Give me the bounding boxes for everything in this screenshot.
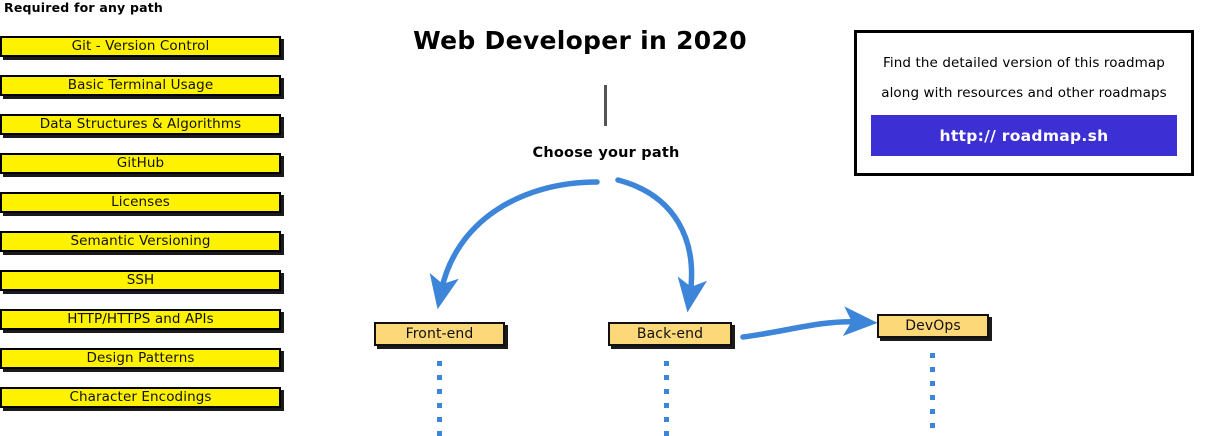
topic-label: Design Patterns bbox=[86, 349, 195, 366]
topic-label: SSH bbox=[126, 271, 155, 288]
dotted-trail-backend bbox=[664, 361, 669, 436]
path-box-backend[interactable]: Back-end bbox=[608, 322, 732, 346]
path-box-frontend[interactable]: Front-end bbox=[374, 322, 505, 346]
path-label: DevOps bbox=[905, 318, 961, 334]
topic-box[interactable]: GitHub bbox=[0, 153, 281, 174]
info-text-line-2: along with resources and other roadmaps bbox=[881, 85, 1167, 101]
topic-label: Semantic Versioning bbox=[70, 232, 211, 249]
required-section-heading: Required for any path bbox=[4, 0, 164, 15]
roadmap-link-button[interactable]: http:// roadmap.sh bbox=[871, 115, 1177, 156]
topic-label: GitHub bbox=[116, 154, 165, 171]
roadmap-info-panel: Find the detailed version of this roadma… bbox=[854, 30, 1194, 176]
topic-box[interactable]: Basic Terminal Usage bbox=[0, 75, 281, 96]
topic-box[interactable]: HTTP/HTTPS and APIs bbox=[0, 309, 281, 330]
required-topics-column: Required for any path Git - Version Cont… bbox=[0, 0, 300, 436]
path-label: Back-end bbox=[636, 326, 704, 342]
path-box-devops[interactable]: DevOps bbox=[877, 314, 989, 338]
topic-box[interactable]: Data Structures & Algorithms bbox=[0, 114, 281, 135]
topic-label: Character Encodings bbox=[69, 388, 212, 405]
roadmap-link-label: http:// roadmap.sh bbox=[939, 126, 1109, 145]
info-text-line-1: Find the detailed version of this roadma… bbox=[883, 55, 1165, 71]
topic-label: Basic Terminal Usage bbox=[67, 76, 214, 93]
title-stem-connector bbox=[604, 85, 607, 126]
topic-box[interactable]: Git - Version Control bbox=[0, 36, 281, 57]
topic-box[interactable]: Character Encodings bbox=[0, 387, 281, 408]
choose-path-label: Choose your path bbox=[532, 145, 680, 161]
dotted-trail-devops bbox=[930, 353, 935, 436]
topic-box[interactable]: Licenses bbox=[0, 192, 281, 213]
roadmap-center-column: Web Developer in 2020 Choose your path bbox=[300, 0, 860, 436]
dotted-trail-frontend bbox=[437, 361, 442, 436]
topic-box[interactable]: SSH bbox=[0, 270, 281, 291]
topic-label: Data Structures & Algorithms bbox=[39, 115, 242, 132]
topic-label: HTTP/HTTPS and APIs bbox=[67, 310, 214, 327]
topic-box[interactable]: Design Patterns bbox=[0, 348, 281, 369]
topic-label: Licenses bbox=[111, 193, 170, 210]
topic-label: Git - Version Control bbox=[71, 37, 210, 54]
required-topics-list: Git - Version Control Basic Terminal Usa… bbox=[0, 36, 300, 426]
path-label: Front-end bbox=[405, 326, 474, 342]
topic-box[interactable]: Semantic Versioning bbox=[0, 231, 281, 252]
page-title: Web Developer in 2020 bbox=[413, 26, 747, 55]
